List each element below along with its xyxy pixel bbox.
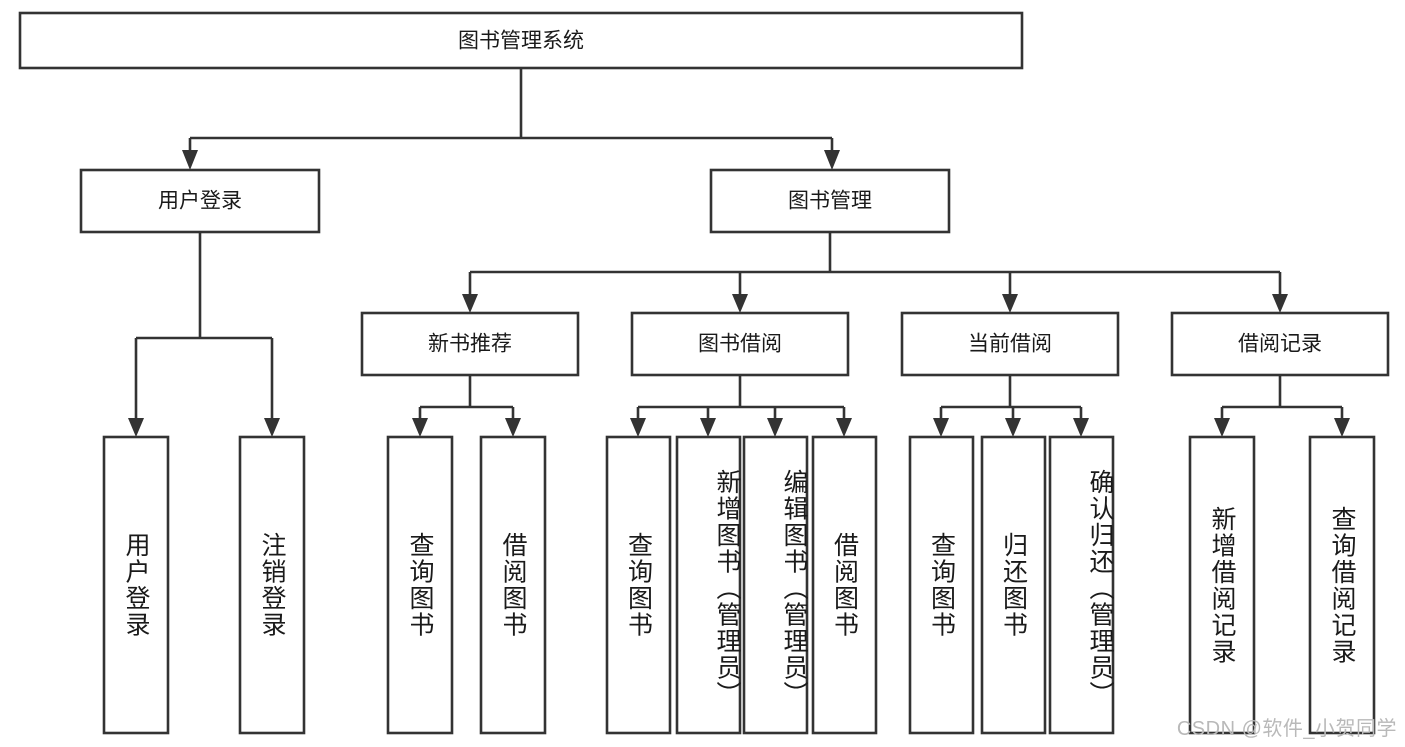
arrow-head-borrow-record <box>1272 294 1288 313</box>
node-leaf-query-book-cur-label: 查询图书 <box>927 532 956 638</box>
node-leaf-user-login-label: 用户登录 <box>122 532 150 638</box>
arrow-head-leaf-add-book <box>700 418 716 437</box>
arrow-head-leaf-query-book-rec <box>412 418 428 437</box>
edges-new-book-rec-to-leaves <box>412 375 521 437</box>
node-leaf-query-record-box[interactable] <box>1308 435 1376 735</box>
arrow-head-leaf-edit-book <box>767 418 783 437</box>
node-book-manage-box[interactable] <box>709 168 951 234</box>
arrow-head-user-login <box>182 150 198 170</box>
node-user-login-box[interactable] <box>79 168 321 234</box>
node-leaf-query-record-label: 查询借阅记录 <box>1328 505 1356 665</box>
node-leaf-add-book-label: 新增图书（管理员） <box>713 468 741 708</box>
node-borrow-record[interactable]: 借阅记录 <box>1170 311 1390 377</box>
node-leaf-user-login-box[interactable] <box>102 435 170 735</box>
node-book-manage-label: 图书管理 <box>788 190 872 213</box>
node-user-login-label: 用户登录 <box>158 190 242 213</box>
node-leaf-user-logout-label: 注销登录 <box>258 532 286 638</box>
arrow-head-leaf-query-book-cur <box>933 418 949 437</box>
node-book-borrow-box[interactable] <box>630 311 850 377</box>
edges-current-borrow-to-leaves <box>933 375 1089 437</box>
csdn-watermark: CSDN @软件_小贺同学 <box>1176 718 1397 740</box>
node-leaf-add-record-box[interactable] <box>1188 435 1256 735</box>
arrow-head-new-book-rec <box>462 294 478 313</box>
arrow-head-leaf-add-record <box>1214 418 1230 437</box>
node-leaf-return-book-label: 归还图书 <box>999 532 1028 638</box>
arrow-head-current-borrow <box>1002 294 1018 313</box>
node-root-box[interactable] <box>18 11 1024 70</box>
arrow-head-leaf-borrow-book <box>836 418 852 437</box>
node-leaf-borrow-book-rec-label: 借阅图书 <box>499 532 527 638</box>
node-book-borrow[interactable]: 图书借阅 <box>630 311 850 377</box>
node-leaf-query-book-rec-label: 查询图书 <box>406 532 434 638</box>
leaf-boxes <box>102 435 1376 735</box>
node-leaf-user-logout-box[interactable] <box>238 435 306 735</box>
arrow-head-leaf-user-login <box>128 418 144 437</box>
node-borrow-record-label: 借阅记录 <box>1238 333 1322 356</box>
node-root[interactable]: 图书管理系统 <box>18 11 1024 70</box>
arrow-head-book-manage <box>824 150 840 170</box>
arrow-head-leaf-return-book <box>1005 418 1021 437</box>
edges-user-login-to-leaves <box>128 232 280 437</box>
node-leaf-borrow-book-box[interactable] <box>811 435 878 735</box>
node-leaf-query-book-rec-box[interactable] <box>386 435 454 735</box>
arrow-head-leaf-user-logout <box>264 418 280 437</box>
node-leaf-return-book-box[interactable] <box>980 435 1047 735</box>
node-leaf-confirm-return-box[interactable] <box>1048 435 1115 735</box>
node-current-borrow[interactable]: 当前借阅 <box>900 311 1120 377</box>
arrow-head-leaf-confirm-return <box>1073 418 1089 437</box>
node-new-book-rec-box[interactable] <box>360 311 580 377</box>
node-book-borrow-label: 图书借阅 <box>698 333 782 356</box>
arrow-head-leaf-borrow-book-rec <box>505 418 521 437</box>
node-leaf-add-book-box[interactable] <box>675 435 742 735</box>
node-borrow-record-box[interactable] <box>1170 311 1390 377</box>
arrow-head-leaf-query-record <box>1334 418 1350 437</box>
node-leaf-edit-book-box[interactable] <box>742 435 809 735</box>
node-user-login[interactable]: 用户登录 <box>79 168 321 234</box>
edges-root-to-level2 <box>182 68 840 170</box>
node-leaf-edit-book-label: 编辑图书（管理员） <box>780 468 808 708</box>
edges-book-borrow-to-leaves <box>630 375 852 437</box>
edges-borrow-record-to-leaves <box>1214 375 1350 437</box>
node-new-book-rec[interactable]: 新书推荐 <box>360 311 580 377</box>
node-current-borrow-label: 当前借阅 <box>968 333 1052 356</box>
arrow-head-leaf-query-book-borrow <box>630 418 646 437</box>
edges-book-manage-to-level3 <box>462 232 1288 313</box>
node-leaf-confirm-return-label: 确认归还（管理员） <box>1086 468 1114 708</box>
node-current-borrow-box[interactable] <box>900 311 1120 377</box>
node-leaf-query-book-cur-box[interactable] <box>908 435 975 735</box>
node-leaf-query-book-borrow-box[interactable] <box>605 435 672 735</box>
arrow-head-book-borrow <box>732 294 748 313</box>
node-leaf-add-record-label: 新增借阅记录 <box>1208 505 1236 665</box>
node-book-manage[interactable]: 图书管理 <box>709 168 951 234</box>
node-new-book-rec-label: 新书推荐 <box>428 333 512 356</box>
node-root-label: 图书管理系统 <box>458 30 584 53</box>
node-leaf-borrow-book-rec-box[interactable] <box>479 435 547 735</box>
node-leaf-query-book-borrow-label: 查询图书 <box>624 532 653 638</box>
node-leaf-borrow-book-label: 借阅图书 <box>830 532 859 638</box>
